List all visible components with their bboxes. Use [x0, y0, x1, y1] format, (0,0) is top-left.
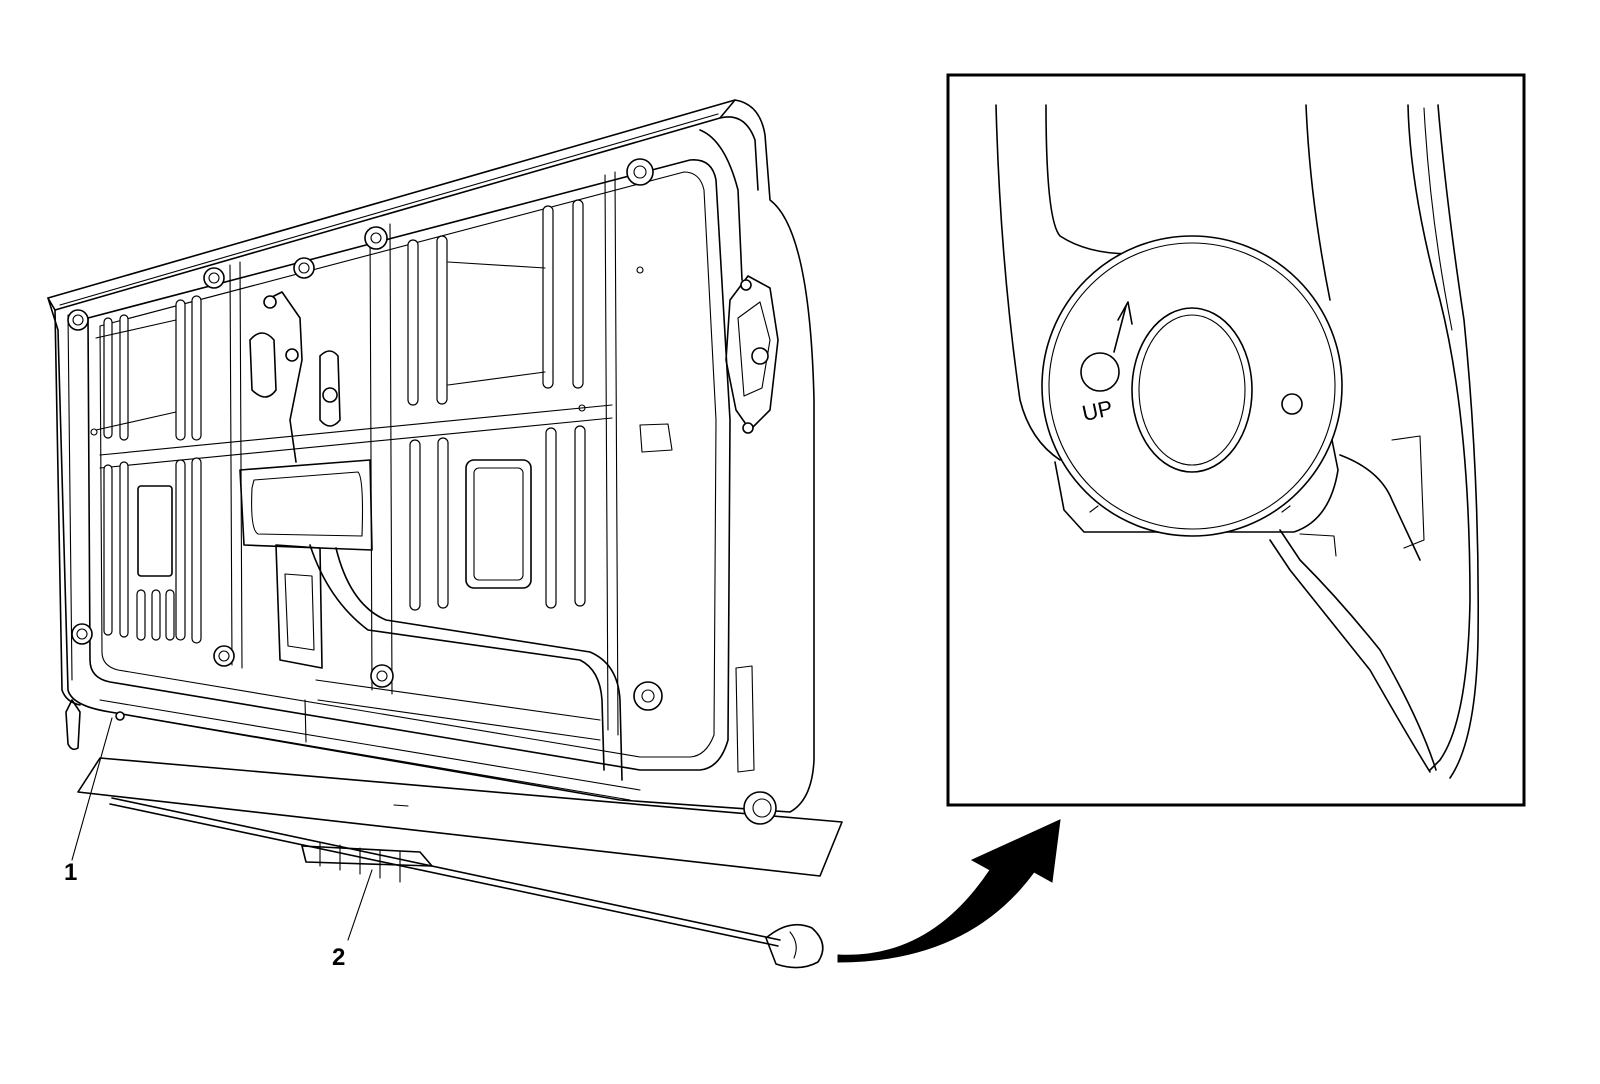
- detail-view: UP: [946, 73, 1526, 807]
- tailgate-inner-panel: [47, 99, 815, 813]
- callout-1: 1: [64, 859, 77, 886]
- fastener-bosses: [67, 158, 663, 711]
- arrow-icon: [837, 819, 1061, 963]
- up-marking-text: UP: [1080, 395, 1115, 426]
- cable-guide-plane: [77, 757, 843, 877]
- leader-line-2: [347, 869, 373, 941]
- up-arrow-icon: [1113, 301, 1133, 353]
- callout-2: 2: [332, 944, 345, 971]
- release-cable: [109, 791, 824, 969]
- leader-line-1: [71, 717, 113, 861]
